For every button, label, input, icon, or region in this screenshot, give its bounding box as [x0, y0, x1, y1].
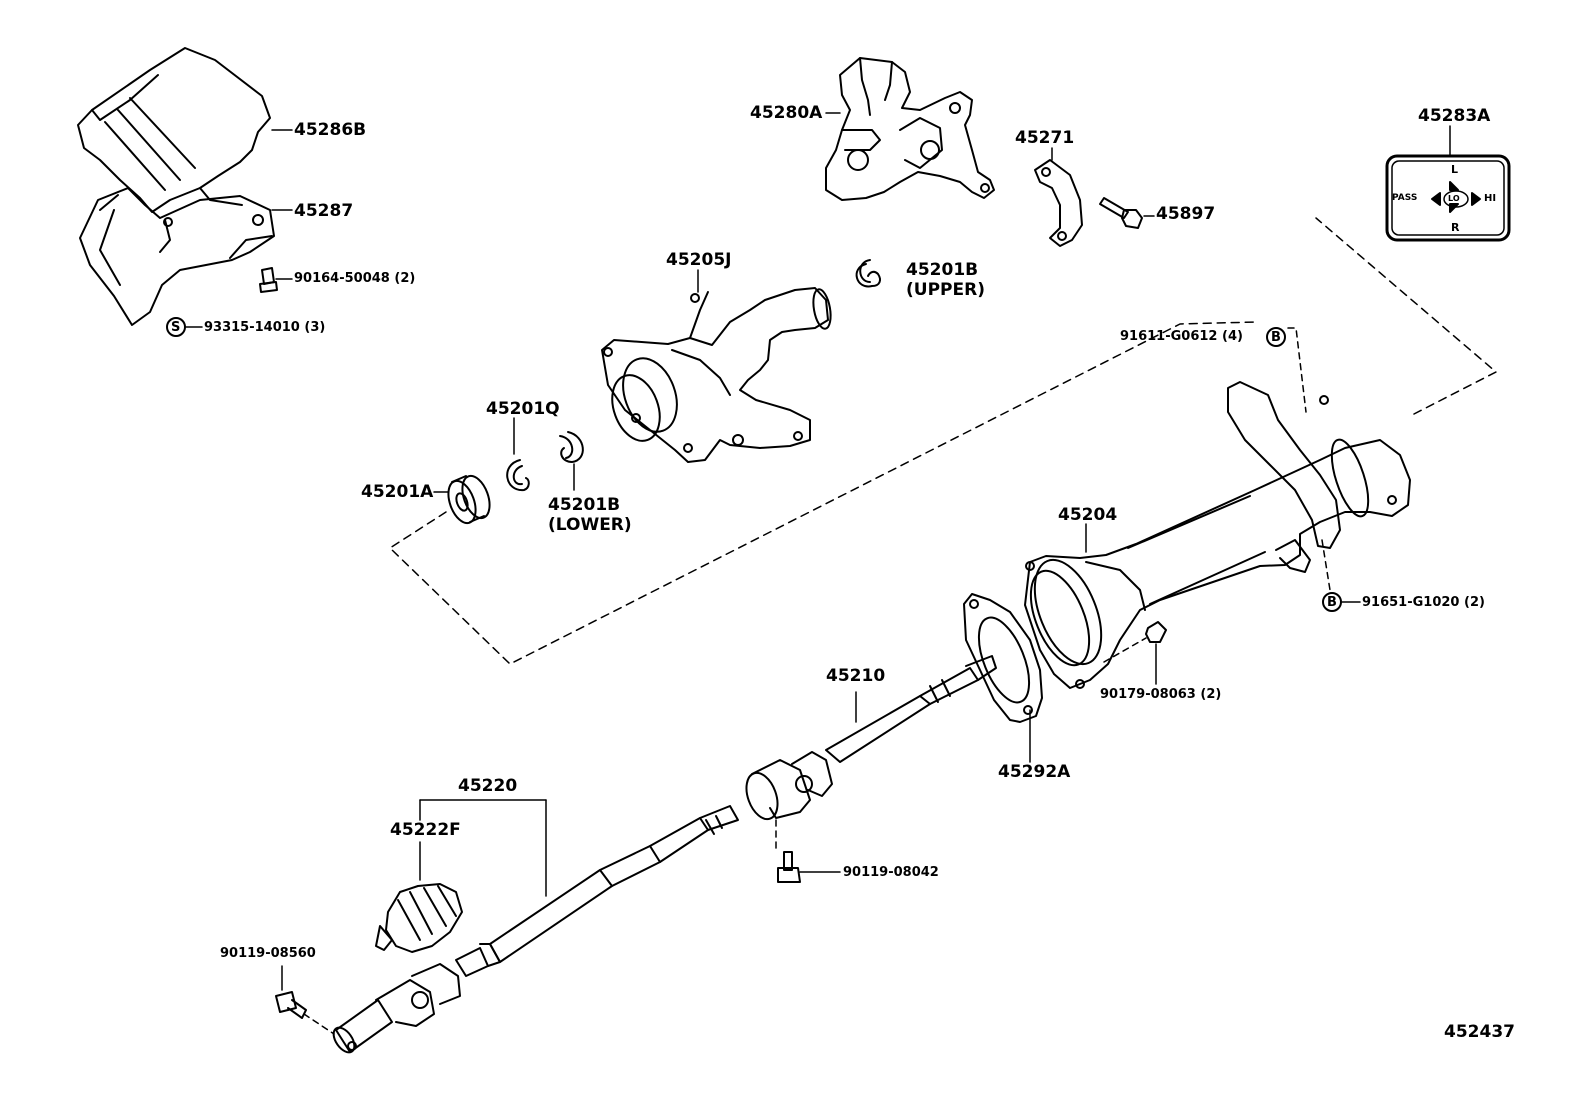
label-91611-g0612: 91611-G0612 (4)	[1120, 329, 1243, 344]
label-45287: 45287	[294, 201, 354, 221]
label-45280a: 45280A	[750, 103, 823, 123]
label-45897: 45897	[1156, 204, 1216, 224]
label-45271: 45271	[1015, 128, 1075, 148]
label-45210: 45210	[826, 666, 886, 686]
snap-ring-45201q	[506, 459, 530, 492]
label-90119-08042: 90119-08042	[843, 865, 939, 880]
switch-label-pass: PASS	[1392, 193, 1418, 203]
switch-label-r: R	[1451, 221, 1460, 234]
switch-indicator-plate	[1385, 154, 1511, 242]
intermediate-shaft-45220	[455, 805, 739, 977]
label-45292a: 45292A	[998, 762, 1071, 782]
column-tube-main	[1024, 381, 1411, 689]
universal-joint-upper	[745, 751, 833, 821]
symbol-b-circle-lower	[1322, 592, 1342, 612]
label-90179-08063: 90179-08063 (2)	[1100, 687, 1222, 702]
bearing-45201a	[447, 474, 491, 525]
symbol-b-circle-upper	[1266, 327, 1286, 347]
label-upper: (UPPER)	[906, 280, 985, 300]
bolt-45897	[1099, 197, 1143, 229]
label-91651-g1020: 91651-G1020 (2)	[1362, 595, 1485, 610]
label-90164-50048: 90164-50048 (2)	[294, 271, 416, 286]
upper-column-cover	[77, 47, 271, 213]
nut-90179	[1145, 621, 1167, 643]
symbol-s: S	[171, 320, 181, 335]
assembly-dashed-outline	[389, 321, 1257, 665]
label-45220: 45220	[458, 776, 518, 796]
boot-45222f	[375, 883, 463, 953]
symbol-s-circle	[166, 317, 186, 337]
figure-number: 452437	[1444, 1022, 1515, 1042]
label-45222f: 45222F	[390, 820, 461, 840]
label-93315-14010: 93315-14010 (3)	[204, 320, 326, 335]
label-45201b-lower: 45201B	[548, 495, 621, 515]
universal-joint-lower	[332, 963, 461, 1054]
label-45201a: 45201A	[361, 482, 434, 502]
label-45286b: 45286B	[294, 120, 367, 140]
label-45201b-upper: 45201B	[906, 260, 979, 280]
column-tube-upper	[601, 287, 832, 463]
label-90119-08560: 90119-08560	[220, 946, 316, 961]
gasket-45292a	[963, 593, 1043, 723]
label-45204: 45204	[1058, 505, 1118, 525]
label-45201q: 45201Q	[486, 399, 560, 419]
label-45205j: 45205J	[666, 250, 732, 270]
bolt-90119-08560	[275, 991, 307, 1019]
label-45283a: 45283A	[1418, 106, 1491, 126]
symbol-b-upper: B	[1271, 330, 1281, 345]
snap-ring-lower	[559, 431, 584, 463]
switch-label-lo: LO	[1448, 194, 1460, 203]
screw-90164	[259, 267, 278, 293]
bolt-90119-08042	[777, 851, 801, 883]
switch-label-l: L	[1451, 163, 1459, 176]
lower-column-cover	[79, 187, 275, 326]
snap-ring-upper	[855, 259, 881, 288]
bracket-45271	[1034, 159, 1083, 247]
symbol-b-lower: B	[1327, 595, 1337, 610]
main-shaft-45210	[825, 655, 997, 763]
column-bracket	[825, 57, 995, 201]
switch-label-hi: HI	[1484, 193, 1497, 204]
label-lower: (LOWER)	[548, 515, 632, 535]
